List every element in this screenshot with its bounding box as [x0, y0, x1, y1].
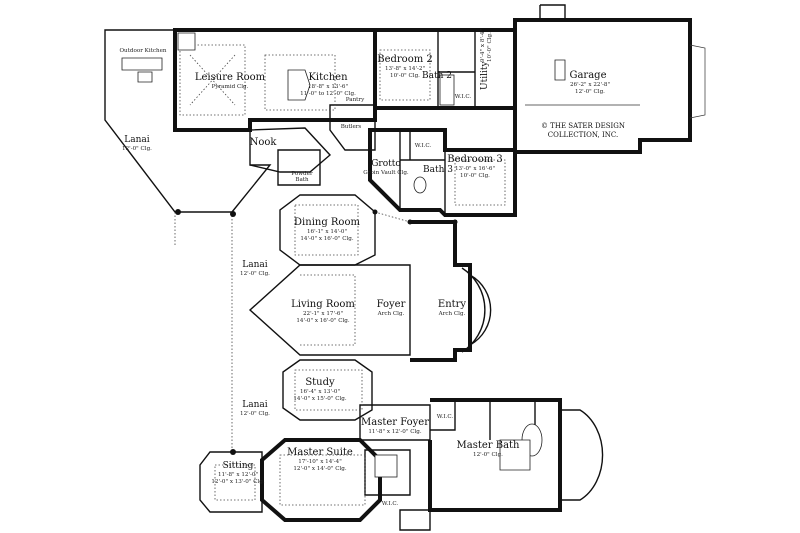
room-name: W.I.C.: [415, 143, 432, 149]
room-dim-1: 12'-0" Clg.: [122, 146, 152, 152]
room-name: Sitting: [223, 461, 254, 471]
room-name: W.I.C.: [437, 414, 454, 420]
room-dim-2: 10'-0" Clg.: [487, 32, 493, 62]
room-dining: Dining Room 16'-1" x 14'-0" 14'-0" x 16'…: [294, 217, 360, 242]
room-dim-1: 12'-0" Clg.: [240, 271, 270, 277]
room-name: Leisure Room: [195, 72, 266, 83]
room-dim-1: 26'-2" x 22'-8": [570, 82, 610, 88]
room-dim-2: 12'-0" Clg.: [575, 89, 605, 95]
room-dim-1: 11'-8" x 12'-0" Clg.: [368, 429, 421, 435]
room-name: W.I.C.: [455, 94, 472, 100]
room-kitchen: Kitchen 18'-8" x 13'-6" 11'-0" to 12'-0"…: [300, 72, 356, 97]
room-dim-1: 11'-8" x 12'-0": [218, 472, 258, 478]
room-dim-2: 10'-0" Clg.: [390, 73, 420, 79]
room-powder: Powder Bath: [291, 171, 313, 183]
room-leisure: Leisure Room Pyramid Clg.: [195, 72, 266, 90]
room-bath3: Bath 3: [423, 165, 453, 175]
room-dim-1: 18'-8" x 13'-6": [308, 84, 348, 90]
room-butlers: Butlers: [341, 124, 362, 130]
room-dim-2: 10'-0" Clg.: [460, 173, 490, 179]
room-name: W.I.C.: [382, 501, 399, 507]
room-name: Outdoor Kitchen: [119, 48, 166, 54]
room-name: Entry: [438, 299, 467, 310]
room-grotto: Grotto Groin Vault Clg.: [363, 159, 409, 176]
room-dim-1: 9'-4" x 8'-4": [480, 29, 486, 62]
plan-details: [121, 32, 566, 506]
room-dim-1: 13'-8" x 14'-2": [385, 66, 425, 72]
room-name: Bath 2: [422, 71, 452, 81]
room-dim-2: 14'-0" x 15'-0" Clg.: [293, 396, 346, 402]
room-sitting: Sitting 11'-8" x 12'-0" 12'-0" x 13'-0" …: [211, 461, 264, 485]
room-dim-2: 12'-0" x 14'-0" Clg.: [293, 466, 346, 472]
room-name: Powder: [291, 171, 313, 177]
room-name: Bath 3: [423, 165, 453, 175]
room-dim-1: 13'-0" x 16'-6": [455, 166, 495, 172]
room-dim-1: Pyramid Clg.: [212, 84, 249, 90]
room-dim-1: 22'-1" x 17'-6": [303, 311, 343, 317]
copyright-line-1: © THE SATER DESIGN: [541, 122, 625, 130]
room-name: Nook: [250, 137, 278, 148]
room-wic-upper: W.I.C.: [455, 94, 472, 100]
room-pantry: Pantry: [346, 97, 365, 103]
room-name: Bedroom 2: [377, 54, 433, 65]
room-bedroom3: Bedroom 3 13'-0" x 16'-6" 10'-0" Clg.: [447, 154, 503, 179]
room-garage: Garage 26'-2" x 22'-8" 12'-0" Clg.: [569, 70, 610, 95]
room-name: Lanai: [242, 400, 268, 410]
room-lanai-bottom: Lanai 12'-0" Clg.: [240, 400, 270, 417]
room-wic-master-top: W.I.C.: [437, 414, 454, 420]
room-master-foyer: Master Foyer 11'-8" x 12'-0" Clg.: [361, 417, 429, 435]
room-name: Butlers: [341, 124, 362, 130]
room-dim-1: Arch Clg.: [377, 311, 405, 317]
room-lanai-mid: Lanai 12'-0" Clg.: [240, 260, 270, 277]
room-dim-1: 12'-0" Clg.: [473, 452, 503, 458]
room-name: Bedroom 3: [447, 154, 503, 165]
room-dim-1: 12'-0" Clg.: [240, 411, 270, 417]
room-dim-1: 16'-1" x 14'-0": [307, 229, 347, 235]
room-name: Foyer: [377, 299, 406, 310]
room-name: Kitchen: [308, 72, 348, 83]
copyright-line-2: COLLECTION, INC.: [548, 131, 618, 139]
room-sub: Bath: [295, 177, 309, 183]
room-name: Living Room: [291, 299, 355, 310]
room-master-suite: Master Suite 17'-10" x 14'-4" 12'-0" x 1…: [287, 447, 353, 472]
walls: [104, 4, 706, 531]
room-study: Study 16'-4" x 13'-0" 14'-0" x 15'-0" Cl…: [293, 377, 346, 402]
room-name: Grotto: [371, 159, 401, 169]
room-name: Master Bath: [457, 440, 521, 451]
room-dim-2: 11'-0" to 12'-0" Clg.: [300, 91, 356, 97]
room-utility: Utility 9'-4" x 8'-4" 10'-0" Clg.: [480, 29, 493, 90]
room-foyer: Foyer Arch Clg.: [377, 299, 406, 317]
room-wic-master-bottom: W.I.C.: [382, 501, 399, 507]
room-bedroom2: Bedroom 2 13'-8" x 14'-2" 10'-0" Clg.: [377, 54, 433, 79]
room-name: Dining Room: [294, 217, 360, 228]
room-entry: Entry Arch Clg.: [438, 299, 467, 317]
room-name: Garage: [569, 70, 606, 81]
room-dim-1: Groin Vault Clg.: [363, 170, 409, 176]
room-master-bath: Master Bath 12'-0" Clg.: [457, 440, 521, 458]
room-dim-1: Arch Clg.: [438, 311, 466, 317]
room-bath2: Bath 2: [422, 71, 452, 81]
room-living: Living Room 22'-1" x 17'-6" 14'-0" x 16'…: [291, 299, 355, 324]
room-lanai-top: Lanai 12'-0" Clg.: [122, 135, 152, 152]
room-wic-bed3: W.I.C.: [415, 143, 432, 149]
room-name: Pantry: [346, 97, 365, 103]
room-dim-2: 14'-0" x 16'-0" Clg.: [300, 236, 353, 242]
room-dim-2: 14'-0" x 16'-0" Clg.: [296, 318, 349, 324]
room-name: Study: [305, 377, 335, 388]
room-outdoor-kitchen: Outdoor Kitchen: [119, 48, 166, 54]
room-dim-1: 17'-10" x 14'-4": [298, 459, 342, 465]
room-name: Utility: [480, 61, 490, 90]
room-name: Lanai: [124, 135, 150, 145]
room-dim-2: 12'-0" x 13'-0" Clg.: [211, 479, 264, 485]
room-name: Lanai: [242, 260, 268, 270]
room-nook: Nook: [250, 137, 278, 148]
room-name: Master Foyer: [361, 417, 429, 428]
room-name: Master Suite: [287, 447, 353, 458]
room-dim-1: 16'-4" x 13'-0": [300, 389, 340, 395]
